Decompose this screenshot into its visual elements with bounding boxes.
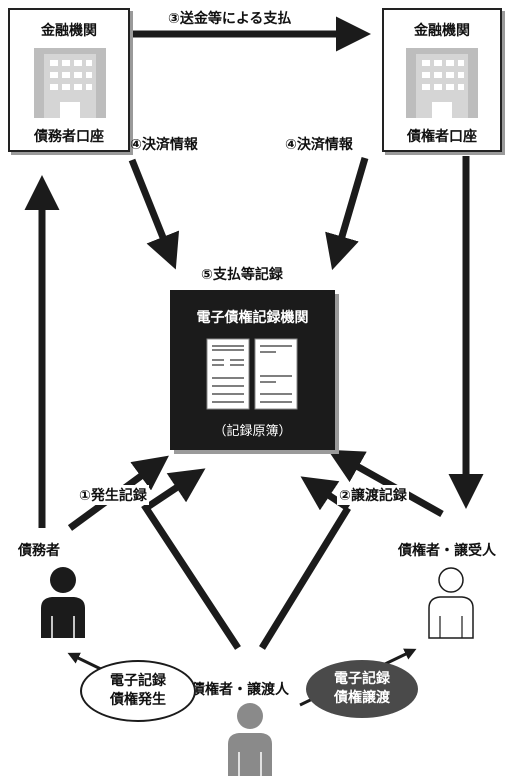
arrow-transferor-to-registry-left [141,468,241,650]
right-bank-account: 債権者口座 [407,129,477,145]
transferee-label: 債権者・譲受人 [398,543,496,559]
occurrence-line-2: 債権発生 [110,692,166,708]
left-bank-title: 金融機関 [41,23,97,39]
left-bank-box: 金融機関 債務者口座 [8,8,130,152]
arrow-settlement-left [128,158,180,270]
occurrence-record-label: ①発生記録 [77,485,149,505]
transferor-person-icon [228,703,272,776]
registry-title: 電子債権記録機関 [196,310,309,326]
settlement-right-label: ④決済情報 [285,137,353,153]
transfer-line-2: 債権譲渡 [334,690,390,706]
debtor-label: 債務者 [18,543,60,559]
right-bank-box: 金融機関 債権者口座 [382,8,502,152]
arrow-transfer-transferor [259,506,351,650]
transferee-person-icon [428,567,474,639]
registry-box: 電子債権記録機関 （記録原簿） [170,290,335,450]
transfer-action-ellipse: 電子記録 債権譲渡 [306,660,418,718]
building-icon [406,48,478,118]
transfer-record-label: ②譲渡記録 [337,485,409,505]
building-icon [34,48,106,118]
transfer-line-1: 電子記録 [334,671,390,687]
payment-label: ③送金等による支払 [168,11,292,27]
occurrence-action-ellipse: 電子記録 債権発生 [80,660,196,722]
settlement-left-label: ④決済情報 [130,137,198,153]
payment-record-label: ⑤支払等記録 [201,267,283,283]
transferor-label: 債権者・譲渡人 [191,682,289,698]
registry-subtitle: （記録原簿） [213,424,292,439]
occurrence-line-1: 電子記録 [110,673,166,689]
left-bank-account: 債務者口座 [34,129,104,145]
debtor-person-icon [41,567,85,638]
ledger-icon [206,338,298,410]
right-bank-title: 金融機関 [414,23,470,39]
arrow-settlement-right [325,157,369,271]
